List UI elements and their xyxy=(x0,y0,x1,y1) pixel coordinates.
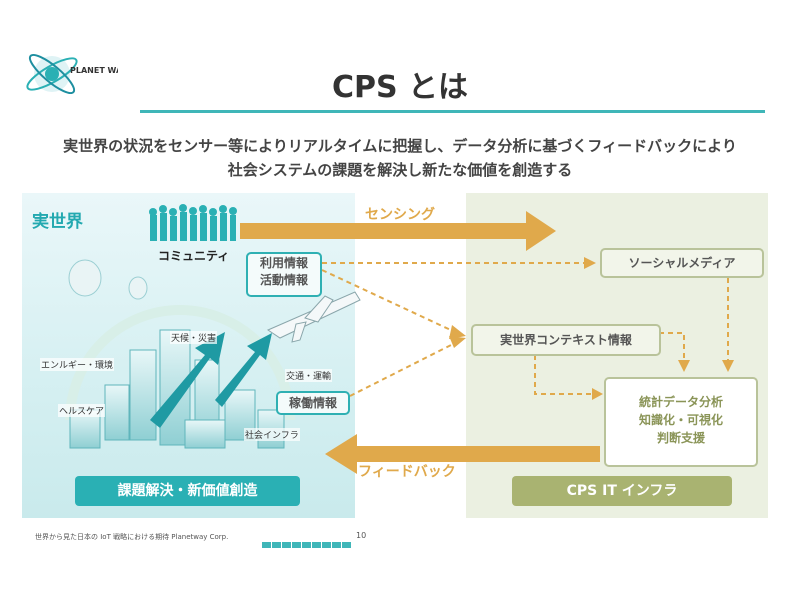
usage-info-box: 利用情報 活動情報 xyxy=(246,252,322,297)
feedback-label: フィードバック xyxy=(358,464,456,480)
page-title: CPS とは xyxy=(331,70,469,105)
community-label: コミュニティ xyxy=(158,249,230,263)
arrowhead xyxy=(592,388,603,400)
arrowhead xyxy=(722,360,734,372)
sensing-arrow xyxy=(240,211,556,251)
activity-info-line: 活動情報 xyxy=(259,273,308,287)
city-label-traffic: 交通・運輸 xyxy=(285,369,333,382)
arrowhead xyxy=(449,325,466,339)
city-label-infra: 社会インフラ xyxy=(244,428,300,441)
real-world-heading: 実世界 xyxy=(32,212,83,232)
sensing-label: センシング xyxy=(365,207,435,223)
balloon-icon xyxy=(68,259,148,300)
usage-info-line: 利用情報 xyxy=(259,256,308,270)
footer-progress-bars xyxy=(262,533,352,548)
analysis-line-stats: 統計データ分析 xyxy=(638,395,723,409)
analysis-line-knowledge: 知識化・可視化 xyxy=(638,413,723,427)
community-people-icon xyxy=(149,204,237,241)
dashed-arrow-operation-to-context xyxy=(349,342,456,397)
city-label-weather: 天候・災害 xyxy=(170,331,218,344)
growth-arrow-icon xyxy=(150,332,272,428)
subtitle-line-1: 実世界の状況をセンサー等によりリアルタイムに把握し、データ分析に基づくフィードバ… xyxy=(63,137,737,155)
operation-info-box: 稼働情報 xyxy=(276,391,350,415)
problem-solving-banner: 課題解決・新価値創造 xyxy=(75,476,300,506)
social-media-box: ソーシャルメディア xyxy=(600,248,764,278)
subtitle-line-2: 社会システムの課題を解決し新たな価値を創造する xyxy=(227,161,573,179)
page-number: 10 xyxy=(356,531,367,540)
city-label-healthcare: ヘルスケア xyxy=(58,404,106,417)
airplane-icon xyxy=(266,291,361,343)
svg-text:PLANET WAY: PLANET WAY xyxy=(70,66,118,75)
feedback-arrow xyxy=(325,434,600,474)
analysis-box: 統計データ分析 知識化・可視化 判断支援 xyxy=(604,377,758,467)
analysis-line-decision: 判断支援 xyxy=(656,431,705,445)
context-info-box: 実世界コンテキスト情報 xyxy=(471,324,661,356)
arrowhead xyxy=(584,257,596,269)
footer-text: 世界から見た日本の IoT 戦略における期待 Planetway Corp. xyxy=(35,533,229,541)
dashed-arrow-usage-to-context xyxy=(321,269,456,333)
arrowhead xyxy=(449,336,466,348)
title-divider xyxy=(140,110,765,113)
city-label-energy: エンルギー・環境 xyxy=(40,358,115,371)
cps-it-infra-banner: CPS IT インフラ xyxy=(512,476,732,506)
dashed-arrow-context-to-analysis-1 xyxy=(659,332,685,360)
planetway-logo: PLANET WAY xyxy=(18,40,127,110)
dashed-arrow-context-to-analysis-2 xyxy=(534,355,592,395)
arrowhead xyxy=(678,360,690,372)
